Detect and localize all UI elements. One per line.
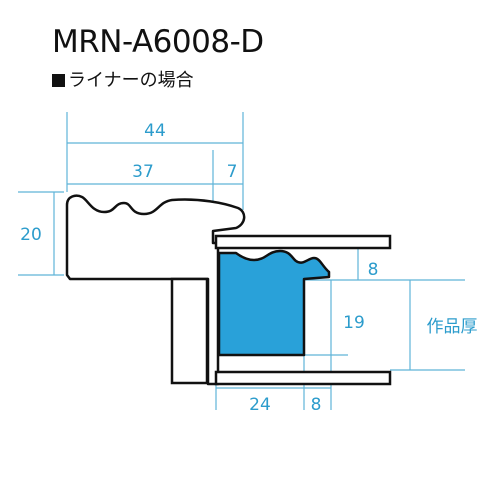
dim-label-thickness: 作品厚 — [427, 317, 478, 337]
subtitle-text: ライナーの場合 — [68, 70, 194, 91]
dim-label-20: 20 — [20, 225, 42, 245]
dim-label-8-top: 8 — [368, 260, 379, 280]
back-plate — [214, 370, 392, 386]
dim-label-37: 37 — [132, 162, 154, 182]
glazing-plate — [214, 234, 392, 250]
dim-label-44: 44 — [144, 121, 166, 141]
square-bullet-icon — [52, 74, 65, 87]
backing-block — [170, 277, 209, 385]
subtitle-row: ライナーの場合 — [52, 66, 194, 92]
dim-label-8-bottom: 8 — [311, 395, 322, 415]
model-title: MRN-A6008-D — [52, 24, 264, 60]
dimension-lines — [18, 112, 465, 410]
dim-label-24: 24 — [249, 395, 271, 415]
liner-profile — [217, 249, 331, 357]
dim-label-7: 7 — [227, 162, 238, 182]
dim-label-19: 19 — [343, 313, 365, 333]
frame-profile — [65, 194, 246, 386]
